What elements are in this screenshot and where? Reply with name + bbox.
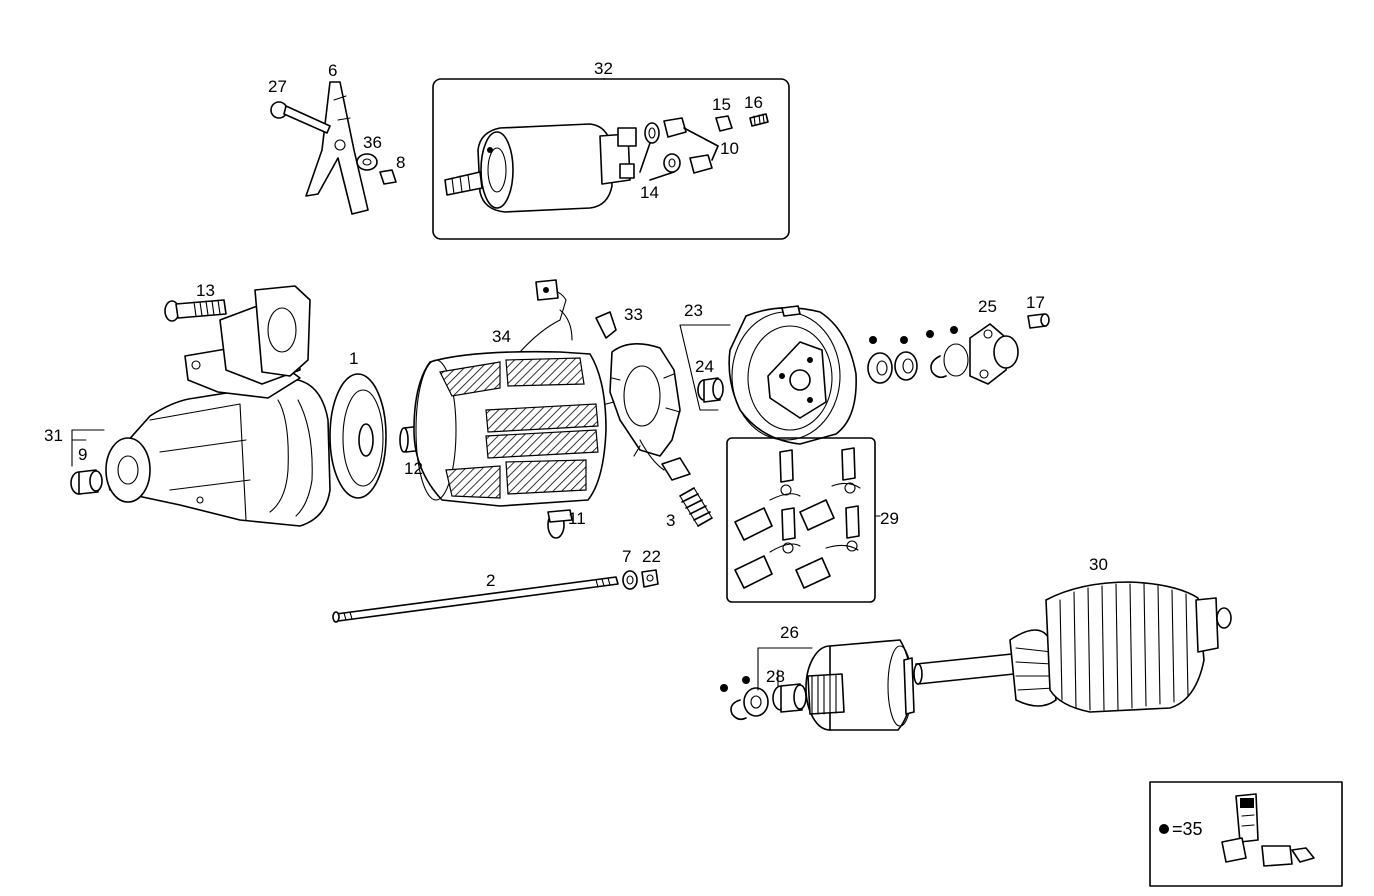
label-31: 31	[44, 426, 63, 445]
label-25: 25	[978, 297, 997, 316]
pinion-washers-part	[720, 676, 769, 721]
label-22: 22	[642, 547, 661, 566]
label-13: 13	[196, 281, 215, 300]
intermediate-plate-part	[329, 373, 387, 499]
shim-washers-part	[867, 326, 969, 384]
pinion-drive-part	[805, 639, 915, 731]
nut-small-part	[356, 153, 397, 185]
label-2: 2	[486, 571, 495, 590]
drive-end-housing-part	[105, 285, 331, 527]
label-9: 9	[78, 445, 87, 464]
field-frame-part	[413, 279, 607, 507]
label-10: 10	[720, 139, 739, 158]
tie-nut-part	[641, 569, 659, 588]
label-28: 28	[766, 667, 785, 686]
label-27: 27	[268, 77, 287, 96]
washer-part	[622, 570, 638, 590]
label-3: 3	[666, 511, 675, 530]
solenoid-part	[444, 123, 637, 213]
part-labels: 32 6 27 36 8 15 16 10 14 13 1 34 33 23 2…	[44, 59, 1108, 686]
nut-part	[715, 115, 733, 132]
legend-dot	[1159, 824, 1169, 834]
screw-part	[749, 113, 769, 127]
label-29: 29	[880, 509, 899, 528]
label-15: 15	[712, 95, 731, 114]
label-30: 30	[1089, 555, 1108, 574]
grease-tube-icon	[1235, 793, 1259, 843]
label-33: 33	[624, 305, 643, 324]
label-16: 16	[744, 93, 763, 112]
label-12: 12	[404, 459, 423, 478]
bolt-part	[164, 299, 227, 322]
label-17: 17	[1026, 293, 1045, 312]
brush-holder-plate-part	[595, 311, 691, 481]
cap-screw-part	[1027, 313, 1050, 329]
grease-pot-icon	[1221, 837, 1315, 867]
label-36: 36	[363, 133, 382, 152]
through-bolt-part	[332, 576, 619, 623]
brush-set-box	[726, 437, 876, 603]
label-6: 6	[328, 61, 337, 80]
commutator-end-housing-part	[728, 305, 857, 445]
solenoid-group-box	[432, 78, 790, 240]
pin-part	[270, 101, 331, 134]
label-11: 11	[568, 509, 586, 528]
washer-set-part	[639, 117, 719, 181]
label-24: 24	[695, 357, 714, 376]
armature-part	[913, 581, 1232, 713]
label-8: 8	[396, 153, 405, 172]
label-34: 34	[492, 327, 511, 346]
end-cap-part	[969, 323, 1019, 385]
legend-box: =35	[1149, 781, 1343, 887]
bush-part	[70, 469, 103, 495]
commutator-bush-part	[697, 377, 724, 403]
leader-lines	[71, 324, 881, 691]
brush-set-part	[734, 447, 861, 589]
terminal-screw-part	[547, 509, 573, 539]
label-14: 14	[640, 183, 659, 202]
brush-spring-part	[679, 487, 713, 527]
pinion-spacer-part	[772, 683, 807, 713]
label-1: 1	[349, 349, 358, 368]
shift-fork-part	[305, 81, 369, 215]
label-32: 32	[594, 59, 613, 78]
legend-text: =35	[1172, 819, 1203, 839]
label-26: 26	[780, 623, 799, 642]
label-7: 7	[622, 547, 631, 566]
label-23: 23	[684, 301, 703, 320]
